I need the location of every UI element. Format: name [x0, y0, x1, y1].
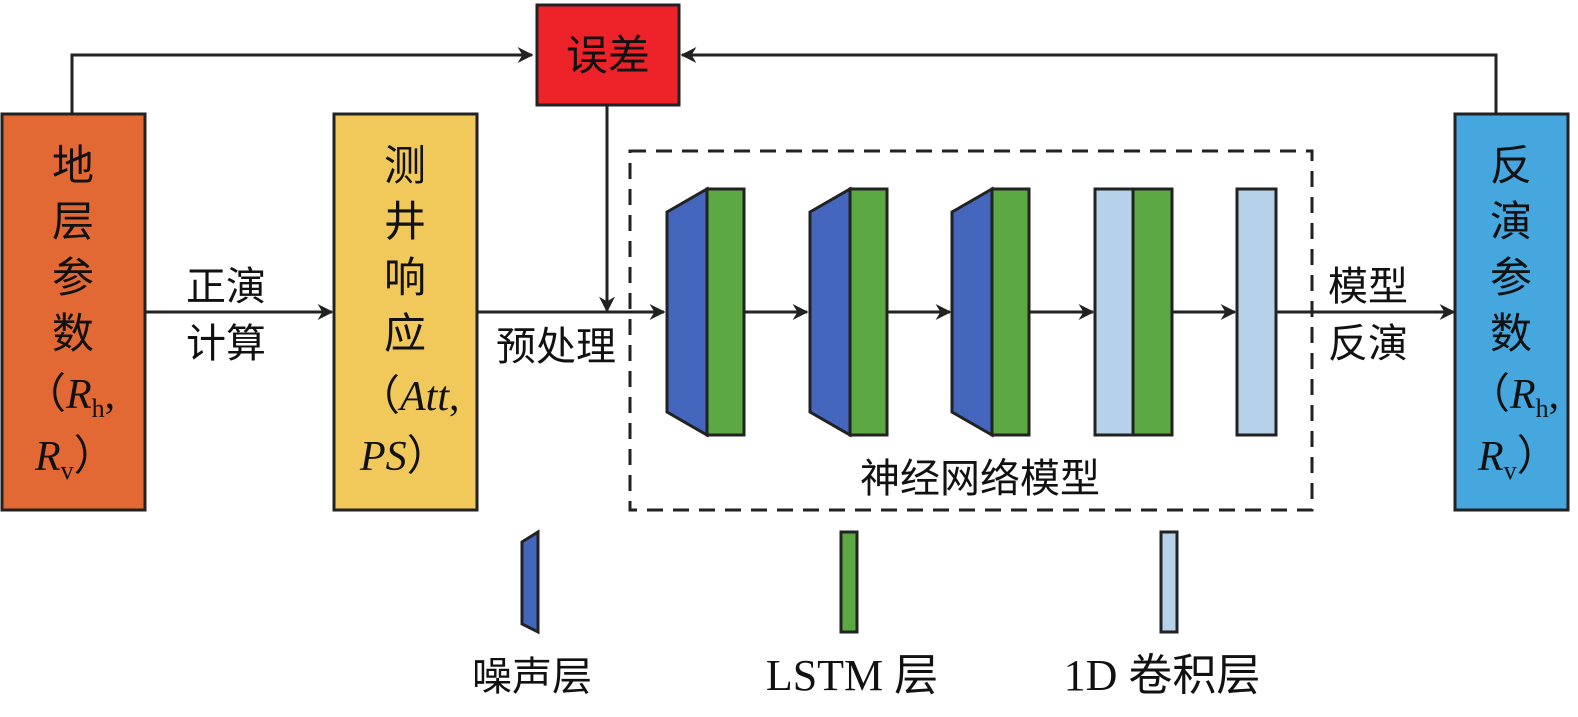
- strata-to-error-line: [70, 47, 534, 113]
- strata-param-line-2: Rv）: [34, 434, 116, 485]
- inverse-label-char-1: 反: [1490, 141, 1532, 190]
- error-box: 误差: [535, 3, 681, 107]
- error-label: 误差: [566, 31, 650, 80]
- legend: 噪声层 LSTM 层 1D 卷积层: [472, 529, 1261, 700]
- log-label-char-3: 响: [384, 253, 426, 302]
- noise-layer-1: [665, 186, 709, 438]
- layer-group-1: [665, 186, 746, 438]
- layer-group-4: [1093, 187, 1174, 437]
- inverse-to-error-line: [680, 47, 1498, 113]
- legend-noise-swatch: [520, 529, 540, 635]
- layer-group-2: [808, 186, 889, 438]
- inversion-label-line-2: 反演: [1328, 321, 1408, 367]
- log-label-char-4: 应: [384, 309, 426, 358]
- strata-param-line-1: （Rh,: [24, 372, 115, 423]
- forward-label-line-1: 正演: [186, 264, 266, 310]
- inverse-label-char-4: 数: [1490, 309, 1532, 358]
- lstm-layer-2: [848, 187, 889, 437]
- conv-layer-2: [1235, 187, 1278, 437]
- inverse-label-char-2: 演: [1490, 197, 1532, 246]
- log-param-line-2: PS）: [359, 434, 449, 480]
- neural-network-model-frame: 神经网络模型: [628, 149, 1314, 512]
- legend-conv-label: 1D 卷积层: [1064, 651, 1261, 700]
- legend-conv-swatch: [1159, 530, 1179, 634]
- inverse-parameters-box: 反 演 参 数 （Rh, Rv）: [1453, 112, 1570, 512]
- forward-label-line-2: 计算: [186, 321, 266, 367]
- legend-noise-label: 噪声层: [472, 654, 592, 700]
- log-label-char-2: 井: [384, 197, 426, 246]
- inverse-param-line-1: （Rh,: [1468, 372, 1559, 423]
- legend-lstm-label: LSTM 层: [766, 651, 938, 700]
- noise-layer-3: [950, 186, 994, 438]
- lstm-layer-4: [1131, 187, 1174, 437]
- inverse-param-line-2: Rv）: [1477, 434, 1559, 485]
- model-label: 神经网络模型: [860, 456, 1100, 502]
- strata-label-char-1: 地: [52, 141, 94, 190]
- inverse-label-char-3: 参: [1490, 253, 1532, 302]
- preprocess-label: 预处理: [496, 324, 616, 370]
- strata-label-char-2: 层: [52, 197, 94, 246]
- log-param-line-1: （Att,: [358, 374, 460, 420]
- lstm-layer-3: [990, 187, 1031, 437]
- legend-lstm-swatch: [839, 530, 859, 634]
- strata-label-char-3: 参: [52, 253, 94, 302]
- logging-response-box: 测 井 响 应 （Att, PS）: [332, 112, 479, 512]
- conv-layer-1: [1093, 187, 1135, 437]
- strata-label-char-4: 数: [52, 309, 94, 358]
- noise-layer-2: [808, 186, 852, 438]
- inversion-label-line-1: 模型: [1328, 264, 1408, 310]
- strata-parameters-box: 地 层 参 数 （Rh, Rv）: [0, 112, 147, 512]
- log-label-char-1: 测: [384, 141, 426, 190]
- lstm-layer-1: [705, 187, 746, 437]
- layer-group-3: [950, 186, 1031, 438]
